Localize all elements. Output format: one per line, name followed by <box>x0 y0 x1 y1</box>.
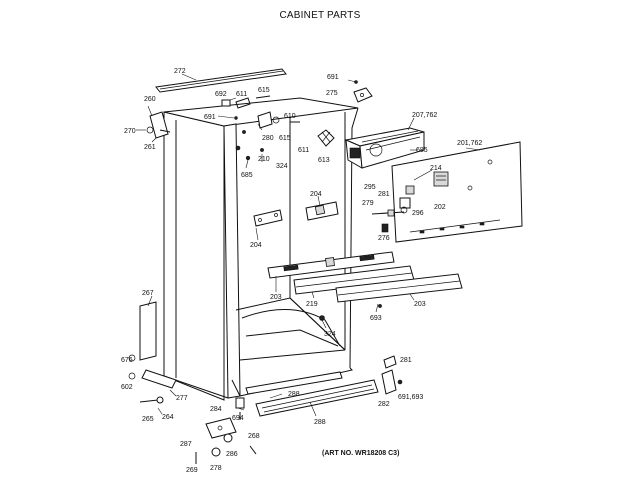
callout-265: 265 <box>142 416 154 423</box>
callout-691-693: 691,693 <box>398 394 423 401</box>
callout-288: 288 <box>288 391 300 398</box>
side-panel <box>139 301 157 361</box>
callout-287: 287 <box>180 441 192 448</box>
callout-691: 691 <box>327 74 339 81</box>
callout-260: 260 <box>144 96 156 103</box>
callout-693: 693 <box>370 315 382 322</box>
callout-204: 204 <box>310 191 322 198</box>
control-panel <box>391 141 523 243</box>
callout-324: 324 <box>276 163 288 170</box>
callout-324: 324 <box>324 331 336 338</box>
callout-296: 296 <box>412 210 424 217</box>
callout-201-762: 201,762 <box>457 140 482 147</box>
callout-284: 284 <box>210 406 222 413</box>
callout-281: 281 <box>400 357 412 364</box>
callout-611: 611 <box>236 91 247 98</box>
callout-272: 272 <box>174 68 186 75</box>
callout-685: 685 <box>241 172 253 179</box>
callout-202: 202 <box>434 204 446 211</box>
callout-276: 276 <box>378 235 390 242</box>
callout-279: 279 <box>362 200 374 207</box>
callout-268: 268 <box>248 433 260 440</box>
callout-219: 219 <box>306 301 318 308</box>
callout-207-762: 207,762 <box>412 112 437 119</box>
shelf-rail-upper <box>267 251 395 279</box>
callout-615: 615 <box>279 135 291 142</box>
callout-264: 264 <box>162 414 174 421</box>
top-hinge-left <box>146 111 171 139</box>
callout-602: 602 <box>121 384 133 391</box>
callout-685: 685 <box>416 147 428 154</box>
callout-278: 278 <box>210 465 222 472</box>
callout-295: 295 <box>364 184 376 191</box>
art-number: (ART NO. WR18208 C3) <box>322 450 400 457</box>
callout-694: 694 <box>232 415 244 422</box>
top-trim-strip <box>155 68 287 93</box>
callout-270: 270 <box>124 128 136 135</box>
bottom-hinge-left <box>128 354 177 404</box>
diagram-title: CABINET PARTS <box>279 10 361 21</box>
switch-parts <box>371 169 433 233</box>
callout-610: 610 <box>284 113 296 120</box>
mounting-plate-left <box>253 209 283 227</box>
cabinet-body <box>163 97 359 401</box>
leader-lines <box>136 73 481 417</box>
callout-676: 676 <box>121 357 133 364</box>
bottom-parts <box>195 355 403 464</box>
mounting-plate-right <box>305 201 339 221</box>
callout-203: 203 <box>270 294 282 301</box>
callout-280: 280 <box>262 135 274 142</box>
control-housing <box>344 127 425 169</box>
callout-288: 288 <box>314 419 326 426</box>
callout-691: 691 <box>204 114 216 121</box>
top-brackets <box>221 95 335 147</box>
callout-214: 214 <box>430 165 442 172</box>
callout-269: 269 <box>186 467 198 474</box>
callout-275: 275 <box>326 90 338 97</box>
top-hinge-right <box>347 79 373 103</box>
callout-282: 282 <box>378 401 390 408</box>
callout-611: 611 <box>298 147 309 154</box>
callout-692: 692 <box>215 91 227 98</box>
callout-277: 277 <box>176 395 188 402</box>
callout-615: 615 <box>258 87 270 94</box>
callout-281: 281 <box>378 191 390 198</box>
callout-261: 261 <box>144 144 156 151</box>
callout-613: 613 <box>318 157 330 164</box>
callout-203: 203 <box>414 301 426 308</box>
callout-286: 286 <box>226 451 238 458</box>
callout-210: 210 <box>258 156 270 163</box>
callout-267: 267 <box>142 290 154 297</box>
shelf-rail-lower <box>335 273 463 303</box>
callout-204: 204 <box>250 242 262 249</box>
